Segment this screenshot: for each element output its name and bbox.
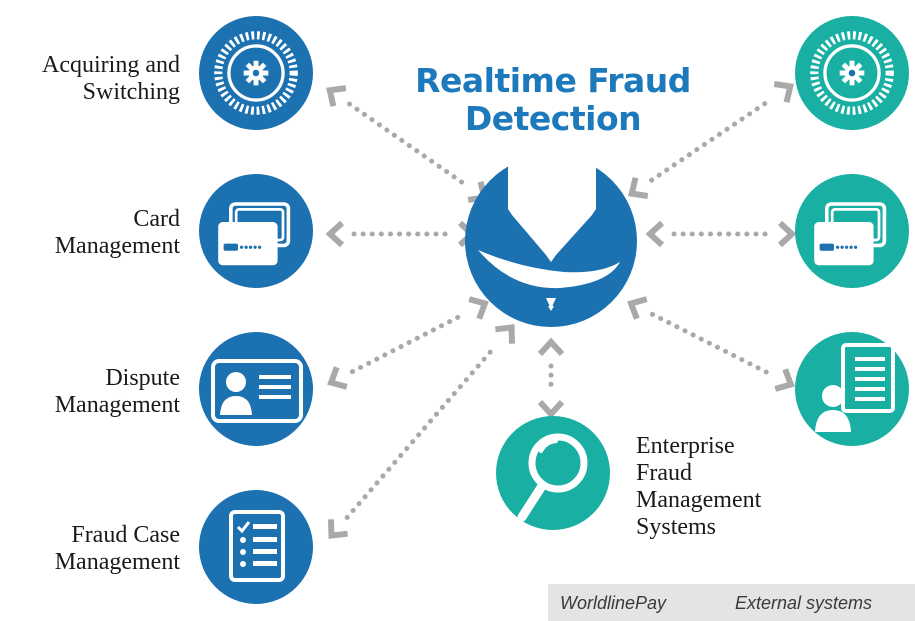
arrowhead	[468, 296, 489, 320]
legend: WorldlinePay External systems	[548, 584, 915, 621]
profile-document-icon	[815, 343, 895, 432]
node-enterprise-fraud-management	[496, 416, 610, 530]
label-card-management: Card Management	[10, 206, 180, 260]
node-circle	[199, 332, 313, 446]
external-node-gear	[795, 16, 909, 130]
connector-ext-cards	[645, 220, 797, 248]
arrowhead	[325, 220, 345, 248]
arrowhead	[327, 519, 348, 539]
connector-dotted-line	[649, 97, 773, 183]
arrowhead	[495, 324, 516, 344]
external-node-profile	[795, 332, 909, 446]
label-line: Systems	[636, 514, 717, 540]
arrowhead	[777, 220, 797, 248]
title-line-2: Detection	[464, 99, 642, 138]
label-line: Management	[636, 487, 762, 513]
connector-ext-profile	[627, 296, 795, 392]
arrowhead	[628, 177, 649, 199]
arrowhead	[537, 337, 565, 357]
title-line-1: Realtime Fraud	[415, 61, 691, 100]
node-acquiring-switching	[199, 16, 313, 130]
connector-dotted-line	[344, 343, 499, 520]
legend-worldline-label: WorldlinePay	[560, 593, 667, 613]
connector-arrows	[325, 81, 797, 539]
legend-external-label: External systems	[735, 593, 873, 613]
connector-bottom	[537, 337, 565, 419]
connector-dotted-line	[349, 311, 467, 375]
label-line: Dispute	[105, 365, 180, 391]
label-fraud-case-management: Fraud Case Management	[10, 522, 180, 576]
label-acquiring-switching: Acquiring and Switching	[10, 52, 180, 106]
id-card-icon	[211, 359, 303, 423]
arrowhead	[326, 85, 347, 107]
label-line: Card	[133, 206, 180, 232]
label-line: Management	[54, 392, 180, 418]
node-fraud-case-management	[199, 490, 313, 604]
arrowhead	[773, 81, 794, 103]
label-line: Management	[54, 549, 180, 575]
connector-fraud-case	[327, 324, 516, 539]
label-enterprise-fraud-management: Enterprise Fraud Management Systems	[636, 433, 836, 541]
label-line: Fraud	[636, 460, 692, 486]
magnifier-icon	[517, 433, 588, 522]
label-line: Acquiring and	[42, 52, 180, 78]
arrowhead	[537, 399, 565, 419]
label-dispute-management: Dispute Management	[10, 365, 180, 419]
connector-dotted-line	[346, 101, 468, 187]
connector-dispute	[327, 296, 489, 390]
label-line: Enterprise	[636, 433, 735, 459]
label-line: Management	[54, 233, 180, 259]
node-circle	[199, 490, 313, 604]
arrowhead	[645, 220, 665, 248]
node-card-management	[199, 174, 313, 288]
arrowhead	[627, 296, 648, 320]
hat-icon	[478, 154, 620, 311]
external-node-cards	[795, 174, 909, 288]
label-line: Switching	[82, 79, 180, 105]
connector-ext-gear	[628, 81, 794, 199]
node-circle	[496, 416, 610, 530]
arrowhead	[774, 368, 795, 392]
arrowhead	[327, 366, 348, 390]
checklist-icon	[229, 510, 285, 582]
center-fraud-detection-node	[465, 154, 637, 327]
diagram-title: Realtime Fraud Detection	[388, 62, 718, 138]
connector-card	[325, 220, 477, 248]
node-dispute-management	[199, 332, 313, 446]
connector-dotted-line	[649, 311, 773, 377]
label-line: Fraud Case	[71, 522, 180, 548]
